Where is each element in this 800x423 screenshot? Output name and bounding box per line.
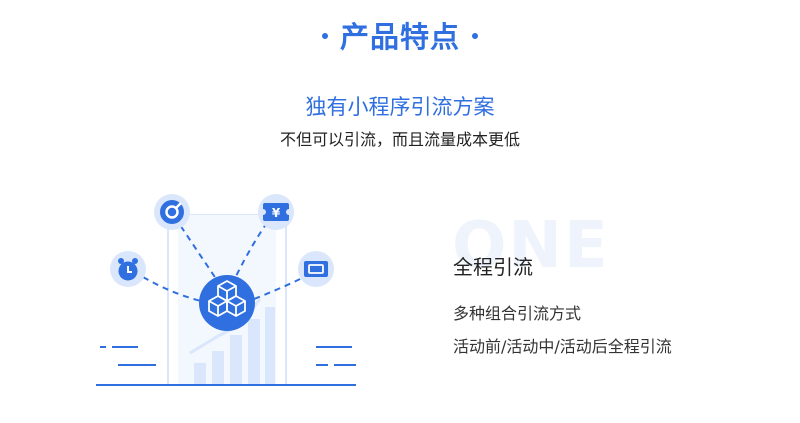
page-title: 产品特点 <box>0 14 800 56</box>
feature-title: 全程引流 <box>453 255 533 279</box>
coupon-symbol: ¥ <box>272 206 281 220</box>
side-dashes <box>100 346 356 366</box>
intro-tagline: 不但可以引流，而且流量成本更低 <box>279 130 520 149</box>
coupon-icon: ¥ <box>258 194 294 230</box>
title-dot-right <box>472 33 478 39</box>
intro-subtitle: 独有小程序引流方案 <box>305 95 495 119</box>
ticket-icon <box>298 251 334 287</box>
alarm-clock-icon <box>110 251 146 287</box>
title-dot-left <box>321 33 328 39</box>
feature-desc-1: 多种组合引流方式 <box>453 304 582 323</box>
bar-chart-graphic <box>194 307 275 385</box>
page-title-text: 产品特点 <box>339 20 460 54</box>
traffic-illustration: ¥ <box>96 194 356 386</box>
feature-desc-2: 活动前/活动中/活动后全程引流 <box>453 337 672 356</box>
cubes-icon <box>199 275 255 331</box>
timer-icon <box>154 194 190 230</box>
feature-watermark: ONE <box>452 209 610 283</box>
phone-frame <box>167 214 287 386</box>
